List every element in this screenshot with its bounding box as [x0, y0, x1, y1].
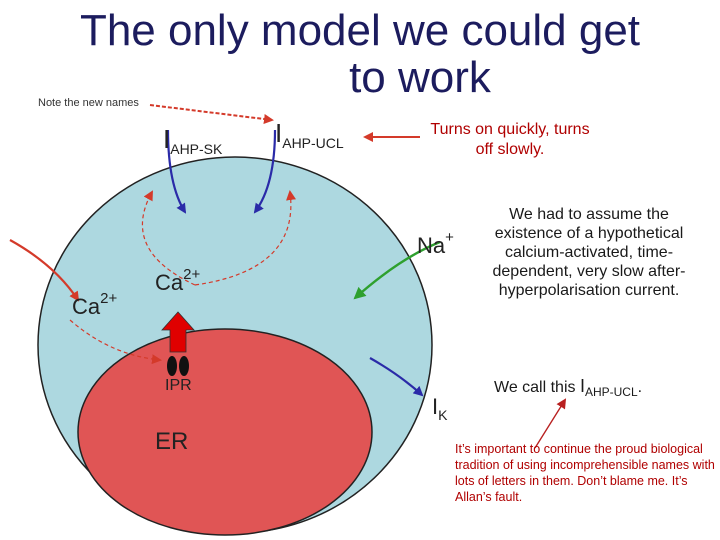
note-arrow	[149, 104, 274, 124]
call-note-main: I	[579, 376, 585, 396]
important-callout-arrow	[534, 398, 567, 449]
na-sup: +	[445, 229, 454, 246]
na-main: Na	[417, 233, 446, 258]
call-note-prefix: We call this	[494, 379, 580, 396]
call-note: We call this IAHP-UCL.	[494, 376, 642, 399]
title-line-1: The only model we could get	[79, 6, 641, 55]
ca-outside-main: Ca	[72, 294, 101, 319]
ca-to-ucl-dashed	[194, 190, 296, 286]
i-k-sub: K	[438, 407, 448, 423]
i-ahp-sk-sub: AHP-SK	[170, 141, 223, 157]
important-note: It’s important to continue the proud bio…	[455, 442, 715, 504]
i-ahp-ucl-main: I	[275, 118, 283, 148]
ca-inside-sup: 2+	[183, 266, 201, 283]
i-ahp-ucl-arrow	[253, 129, 277, 214]
i-k-arrow	[369, 357, 424, 397]
i-ahp-sk-main: I	[163, 124, 171, 154]
ca-to-ipr-dashed	[69, 319, 162, 365]
ipr-release-arrow	[161, 311, 195, 353]
ipr-channel-icon	[167, 356, 189, 376]
note-new-names: Note the new names	[38, 97, 139, 109]
na-influx-arrow	[353, 240, 441, 300]
label-er: ER	[155, 428, 189, 455]
label-i-ahp-ucl: IAHP-UCL	[275, 118, 344, 151]
call-note-sub: AHP-UCL	[584, 385, 638, 399]
label-na: Na+	[417, 229, 454, 259]
turns-note: Turns on quickly, turns off slowly.	[430, 121, 590, 158]
label-ipr: IPR	[165, 377, 192, 394]
label-ca-inside: Ca2+	[155, 266, 200, 296]
assume-note: We had to assume the existence of a hypo…	[492, 206, 686, 299]
label-i-ahp-sk: IAHP-SK	[163, 124, 222, 157]
call-note-suffix: .	[637, 379, 643, 396]
i-ahp-sk-arrow	[166, 129, 187, 214]
label-i-k: IK	[432, 394, 447, 423]
ca-outside-sup: 2+	[100, 290, 118, 307]
title-line-2: to work	[349, 53, 491, 102]
ca-inside-main: Ca	[155, 270, 184, 295]
i-ahp-ucl-sub: AHP-UCL	[282, 135, 344, 151]
ca-to-sk-dashed	[141, 190, 196, 286]
ca-influx-arrow	[9, 239, 80, 302]
label-ca-outside: Ca2+	[72, 290, 117, 320]
i-k-main: I	[432, 394, 439, 419]
endoplasmic-reticulum	[77, 328, 373, 536]
